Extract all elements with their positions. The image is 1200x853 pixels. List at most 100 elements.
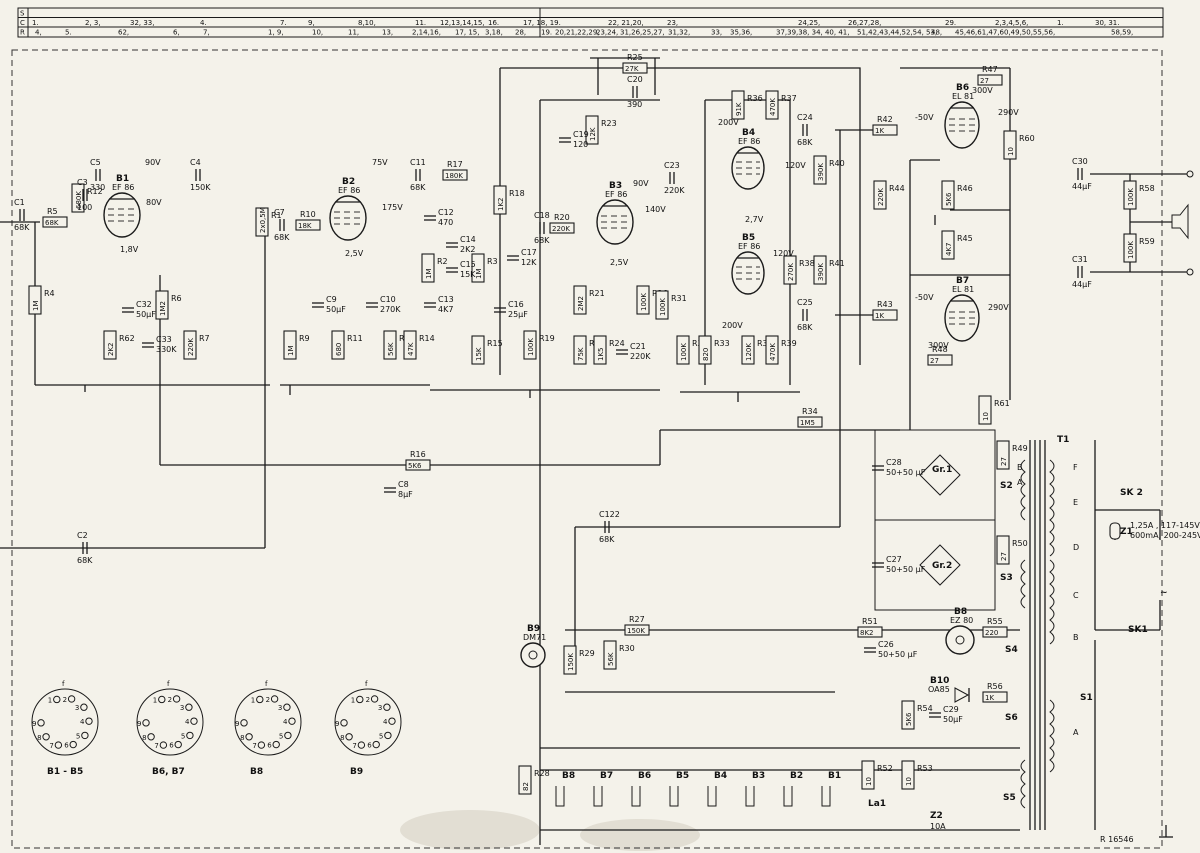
r-row-refs: 4,5.62,6,7,1, 9,10,11,13,2,14,16,17, 15,…	[35, 29, 1133, 37]
resistor-r21-id: R21	[589, 289, 605, 298]
resistor-r59-id: R59	[1139, 237, 1155, 246]
capacitor-c21-value: 220K	[630, 352, 651, 361]
transformer-tap-label: D	[1073, 543, 1079, 552]
resistor-r28	[518, 765, 532, 795]
resistor-r17	[442, 169, 468, 181]
supply-rails	[499, 57, 1011, 845]
socket-pin-number: 1	[351, 696, 355, 704]
capacitor-c10-value: 270K	[380, 305, 401, 314]
label-fuse-z2: Z2	[930, 811, 943, 821]
resistor-r22	[573, 335, 587, 365]
label-sw-s4: S4	[1005, 645, 1018, 655]
tube-b7-id: B7	[956, 276, 969, 286]
row-key-r: R	[20, 29, 25, 37]
resistor-r49	[996, 440, 1010, 470]
socket-key-mark: f	[62, 680, 65, 688]
socket-pin	[256, 695, 264, 704]
resistor-r11-value: 680	[335, 343, 343, 356]
capacitor-c7-id: C7	[274, 208, 285, 217]
tube-b3-id: B3	[609, 181, 622, 191]
label-lamp: La1	[868, 799, 886, 809]
capacitor-c18-value: 68K	[534, 236, 550, 245]
resistor-r28-value: 82	[522, 782, 530, 791]
voltage-b45-cathode: 2,7V	[745, 215, 764, 224]
capacitor-c26-value: 50+50 µF	[878, 650, 918, 659]
resistor-r12	[71, 183, 85, 213]
resistor-r25	[622, 62, 648, 74]
resistor-r54-id: R54	[917, 704, 933, 713]
socket-pin	[270, 695, 279, 703]
resistor-r52-id: R52	[877, 764, 893, 773]
resistor-r49-id: R49	[1012, 444, 1028, 453]
header-r-ref: 2,14,16,	[412, 29, 441, 37]
resistor-r44-value: 220K	[877, 188, 885, 206]
socket-pin-number: 2	[366, 696, 370, 704]
resistor-r30-id: R30	[619, 644, 635, 653]
heater-tap-bracket	[821, 786, 831, 807]
fuse-z1-spec-line1: 1,25A , 117-145V	[1130, 521, 1200, 530]
capacitor-c12-value: 470	[438, 218, 453, 227]
resistor-r3	[471, 253, 485, 283]
capacitor-c3-id: C3	[77, 178, 88, 187]
resistor-r41-id: R41	[829, 259, 845, 268]
heater-tap-bracket	[631, 786, 641, 807]
resistor-r60-id: R60	[1019, 134, 1035, 143]
resistor-r6	[155, 290, 169, 320]
resistor-r5	[42, 216, 68, 228]
resistor-r43-value: 1K	[875, 312, 884, 320]
capacitor-c31-value: 44µF	[1072, 280, 1092, 289]
capacitor-c5-value: 330	[90, 183, 105, 192]
reference-header: S C R 1.2, 3,32, 33,4.7.9,8,10,11.12,13,…	[17, 7, 1164, 38]
resistor-r20-value: 220K	[552, 225, 570, 233]
socket-pin	[158, 695, 166, 704]
tube-b7-type: EL 81	[952, 285, 974, 294]
transformer-tap-label: E	[1073, 498, 1078, 507]
socket-pin	[383, 703, 391, 711]
capacitor-c16-value: 25µF	[508, 310, 528, 319]
socket-pin-number: 5	[379, 732, 383, 740]
paper-stain	[580, 819, 700, 851]
resistor-r40-value: 390K	[817, 163, 825, 181]
resistor-r1	[255, 207, 269, 237]
header-r-ref: 31,26,25,27,	[620, 29, 665, 37]
capacitor-c28-value: 50+50 µF	[886, 468, 926, 477]
capacitor-c15-value: 15K	[460, 270, 476, 279]
resistor-r38-id: R38	[799, 259, 815, 268]
capacitor-c10-id: C10	[380, 295, 396, 304]
socket-key-mark: f	[265, 680, 268, 688]
capacitor-c2-value: 68K	[77, 556, 93, 565]
resistor-r36-value: 91K	[735, 102, 743, 116]
resistor-r11	[331, 330, 345, 360]
resistor-r37	[765, 90, 779, 120]
resistor-r34-id: R34	[802, 407, 818, 416]
tube-b4-id: B4	[742, 128, 755, 138]
socket-pin-number: 6	[64, 742, 69, 750]
resistor-r9-value: 1M	[287, 346, 295, 357]
resistor-r18-id: R18	[509, 189, 525, 198]
capacitor-c17-value: 12K	[521, 258, 537, 267]
voltage-b5-plate: 200V	[722, 321, 743, 330]
resistor-r32	[676, 335, 690, 365]
capacitor-c1-value: 68K	[14, 223, 30, 232]
resistor-r16-value: 5K6	[408, 462, 422, 470]
resistor-r56-value: 1K	[985, 694, 994, 702]
header-c-ref: 8,10,	[358, 19, 376, 27]
header-c-ref: 17, 18, 19.	[523, 19, 561, 27]
resistor-r27-value: 150K	[627, 627, 645, 635]
header-c-ref: 22, 21,20,	[608, 19, 644, 27]
resistor-r15-id: R15	[487, 339, 503, 348]
socket-pin-number: 6	[267, 742, 272, 750]
voltage-b2-screen: 175V	[382, 203, 403, 212]
resistor-r38	[783, 255, 797, 285]
capacitor-c2-id: C2	[77, 531, 88, 540]
resistor-r7-value: 220K	[187, 338, 195, 356]
label-sw-s3: S3	[1000, 573, 1013, 583]
voltage-b3-screen: 140V	[645, 205, 666, 214]
socket-outline	[136, 688, 204, 756]
resistor-r10	[295, 219, 321, 231]
socket-pin	[81, 731, 89, 740]
resistor-r19-id: R19	[539, 334, 555, 343]
capacitor-c20-value: 390	[627, 100, 642, 109]
resistor-r28-id: R28	[534, 769, 550, 778]
